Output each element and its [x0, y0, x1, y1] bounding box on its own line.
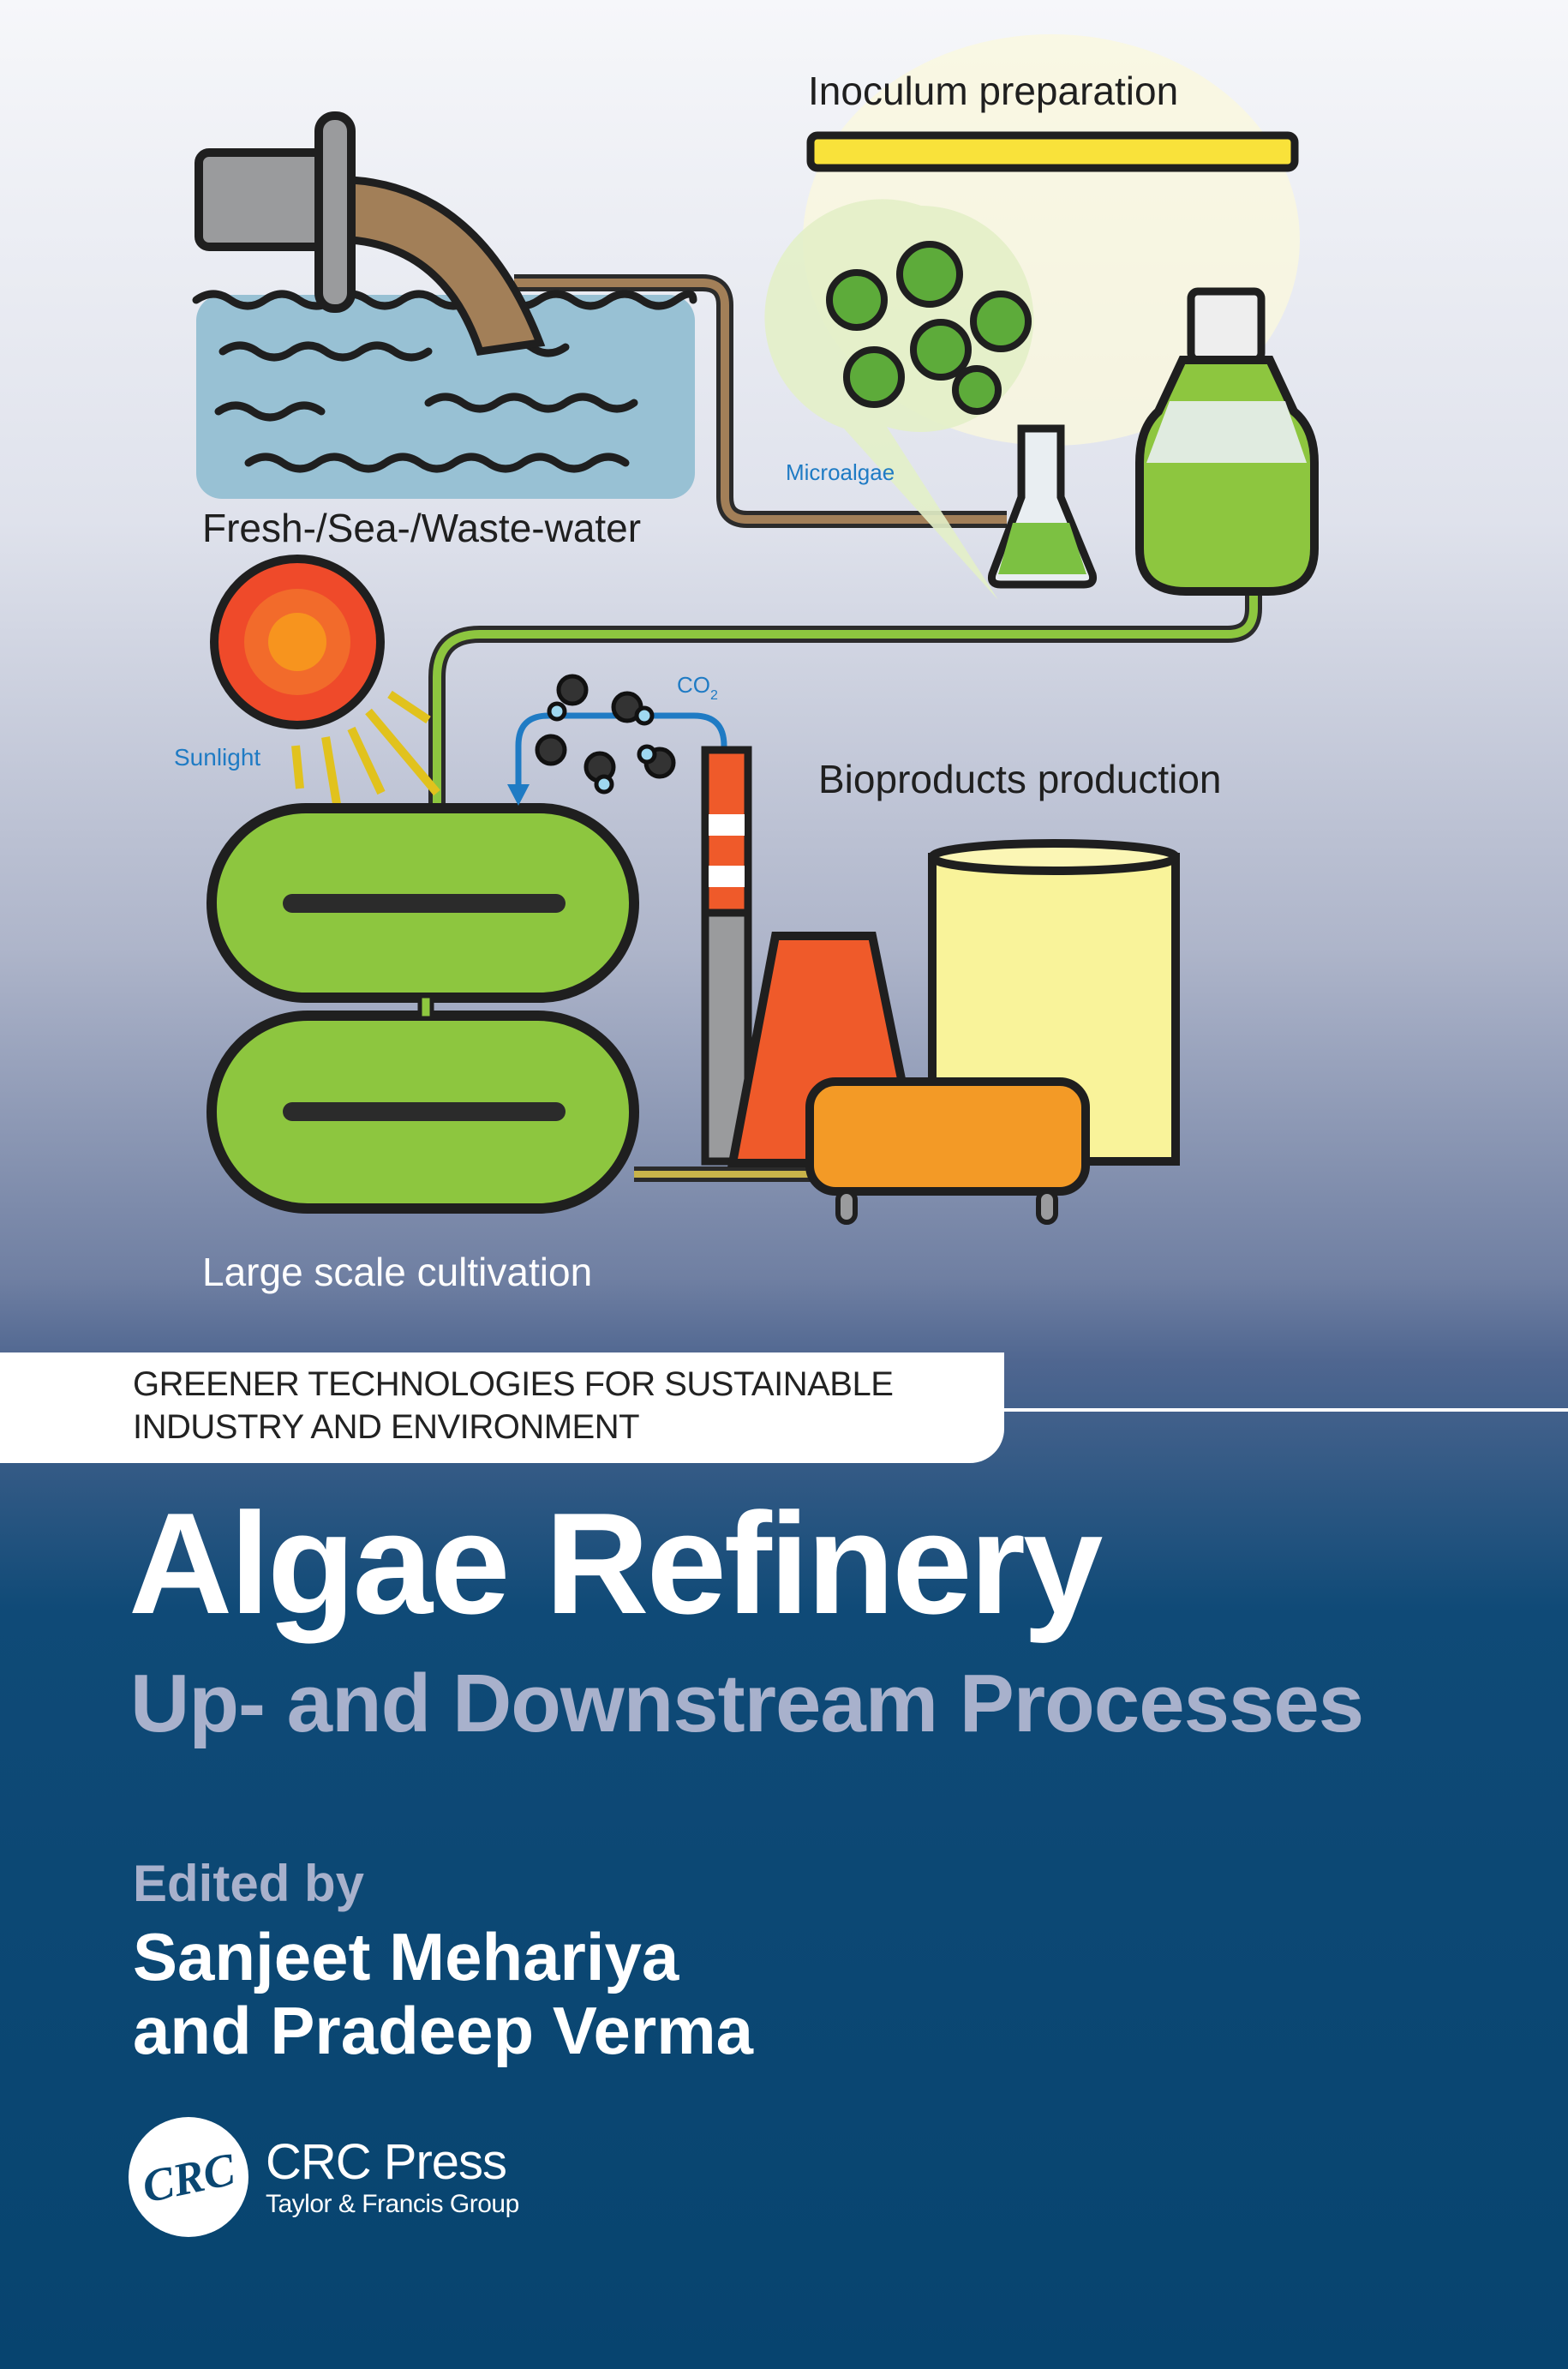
label-water: Fresh-/Sea-/Waste-water — [202, 506, 641, 550]
orange-tank — [805, 1077, 1090, 1196]
editors: Sanjeet Mehariya and Pradeep Verma — [133, 1920, 753, 2067]
microalgae-cells — [826, 241, 1032, 415]
series-banner — [0, 1352, 1004, 1463]
lamp-bar — [806, 131, 1299, 172]
banner-divider — [1004, 1408, 1568, 1412]
label-co2: CO2 — [677, 672, 718, 703]
publisher-group: Taylor & Francis Group — [266, 2190, 519, 2218]
series-line-2: INDUSTRY AND ENVIRONMENT — [133, 1408, 640, 1446]
label-microalgae: Microalgae — [786, 459, 895, 485]
water-waves — [192, 290, 697, 473]
series-title: GREENER TECHNOLOGIES FOR SUSTAINABLE IND… — [133, 1363, 894, 1448]
publisher: CRC Press Taylor & Francis Group — [266, 2136, 519, 2220]
culture-bottle — [1187, 287, 1266, 364]
edited-by: Edited by — [133, 1855, 365, 1912]
book-subtitle: Up- and Downstream Processes — [130, 1658, 1364, 1749]
cultivation-tanks — [206, 803, 639, 1214]
crc-logo-text: CRC — [137, 2143, 240, 2213]
co2-molecules — [535, 674, 676, 795]
label-sunlight: Sunlight — [174, 744, 260, 771]
label-cultivation: Large scale cultivation — [202, 1250, 592, 1294]
label-inoculum: Inoculum preparation — [808, 69, 1178, 113]
sun-rays — [291, 690, 440, 841]
outlet-pipe — [347, 176, 546, 356]
series-line-1: GREENER TECHNOLOGIES FOR SUSTAINABLE — [133, 1365, 894, 1403]
label-bioproducts: Bioproducts production — [818, 757, 1222, 801]
book-title: Algae Refinery — [129, 1483, 1103, 1644]
editor-1: Sanjeet Mehariya — [133, 1919, 679, 1994]
process-illustration: Inoculum preparation Fresh-/Sea-/Waste-w… — [174, 34, 1319, 1294]
editor-2: and Pradeep Verma — [133, 1993, 754, 2068]
publisher-name: CRC Press — [266, 2134, 507, 2190]
crc-logo: CRC — [129, 2117, 248, 2237]
